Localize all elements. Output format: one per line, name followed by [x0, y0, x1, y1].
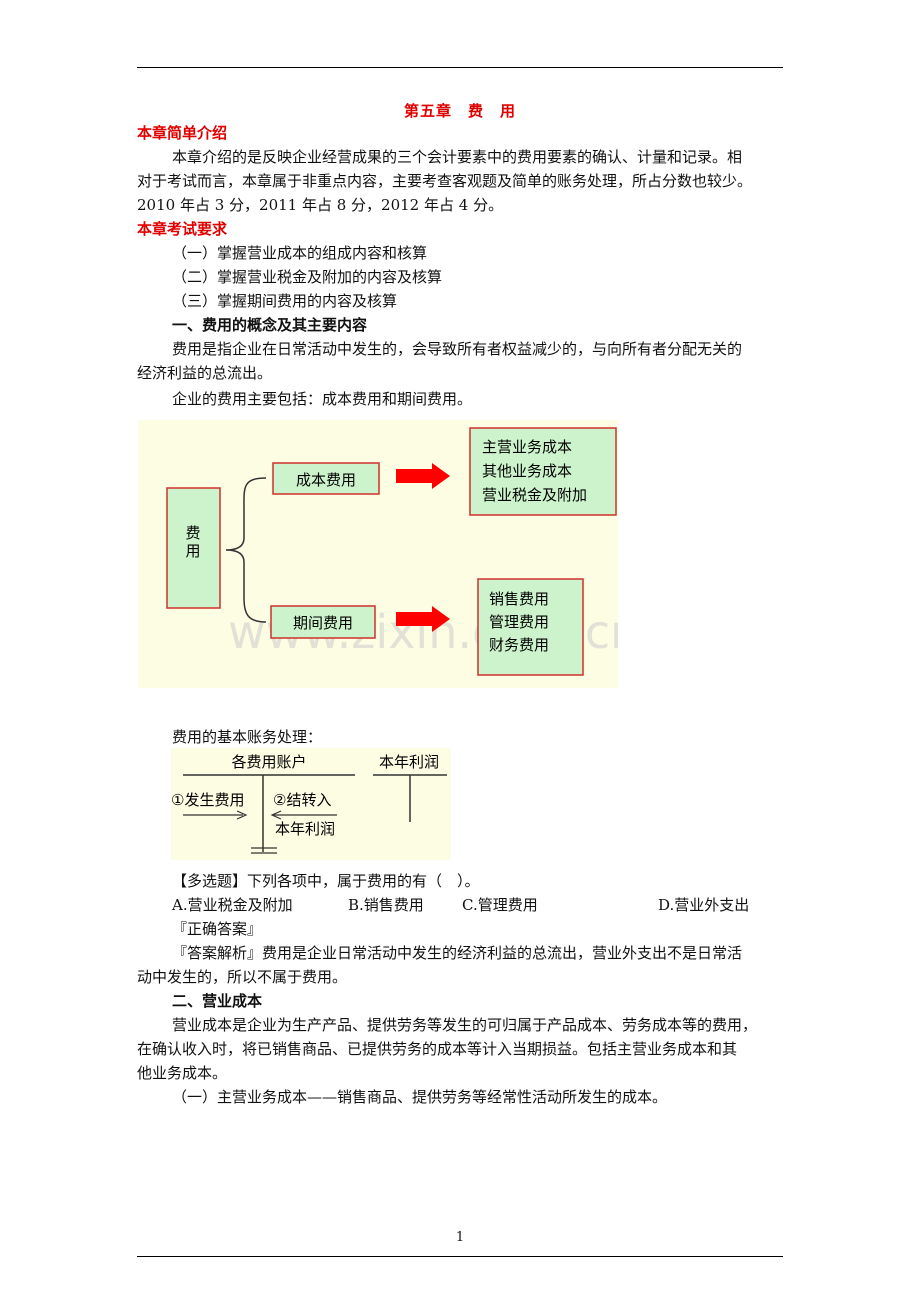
section-1-paragraph-line-1: 费用是指企业在日常活动中发生的，会导致所有者权益减少的，与向所有者分配无关的 — [172, 340, 743, 358]
header-rule — [137, 67, 783, 68]
intro-paragraph-line-1: 本章介绍的是反映企业经营成果的三个会计要素中的费用要素的确认、计量和记录。相 — [172, 148, 743, 166]
section-2-heading: 二、营业成本 — [172, 992, 263, 1010]
bottom-item: 销售费用 — [489, 590, 549, 608]
page-number: 1 — [455, 1230, 465, 1245]
footer-rule — [137, 1256, 783, 1257]
t-account-diagram: 各费用账户 本年利润 ①发生费用 ②结转入 本年利润 — [171, 748, 451, 860]
branch-top-label: 成本费用 — [296, 471, 356, 489]
intro-heading: 本章简单介绍 — [137, 124, 228, 142]
account-left-title: 各费用账户 — [231, 753, 306, 771]
section-2-paragraph-line-1: 营业成本是企业为生产产品、提供劳务等发生的可归属于产品成本、劳务成本等的费用， — [172, 1016, 758, 1034]
quiz-option: B.销售费用 — [348, 896, 424, 914]
requirement-item: （二）掌握营业税金及附加的内容及核算 — [172, 268, 443, 286]
quiz-option: D.营业外支出 — [658, 896, 750, 914]
top-items-box — [469, 427, 617, 516]
arrow-right-icon — [396, 606, 450, 632]
intro-paragraph-line-2: 对于考试而言，本章属于非重点内容，主要考查客观题及简单的账务处理，所占分数也较少… — [137, 172, 753, 190]
section-2-paragraph-2: （一）主营业务成本——销售商品、提供劳务等经常性活动所发生的成本。 — [172, 1088, 668, 1106]
bottom-item: 财务费用 — [489, 636, 549, 654]
root-label-char-2: 用 — [185, 542, 200, 560]
section-1-paragraph-line-2: 经济利益的总流出。 — [137, 364, 273, 382]
section-2-paragraph-line-3: 他业务成本。 — [137, 1064, 228, 1082]
requirement-item: （三）掌握期间费用的内容及核算 — [172, 292, 398, 310]
branch-bottom-box — [270, 605, 376, 639]
top-item: 主营业务成本 — [482, 438, 572, 456]
arrow-right-icon — [236, 810, 248, 820]
bottom-item: 管理费用 — [489, 613, 549, 631]
branch-bottom-label: 期间费用 — [293, 614, 353, 632]
root-box — [166, 487, 221, 609]
quiz-answer: 『正确答案』 — [172, 920, 263, 938]
section-1-paragraph-3: 费用的基本账务处理： — [172, 728, 323, 746]
bottom-items-box — [477, 578, 584, 676]
quiz-question: 【多选题】下列各项中，属于费用的有（ ）。 — [172, 872, 480, 890]
account-right-title: 本年利润 — [379, 753, 439, 771]
section-1-paragraph-2: 企业的费用主要包括：成本费用和期间费用。 — [172, 390, 473, 408]
top-item: 营业税金及附加 — [482, 486, 587, 504]
arrow-left-icon — [270, 810, 282, 820]
quiz-explanation-line-2: 动中发生的，所以不属于费用。 — [137, 968, 348, 986]
quiz-option: C.管理费用 — [462, 896, 538, 914]
requirement-item: （一）掌握营业成本的组成内容和核算 — [172, 244, 428, 262]
section-1-heading: 一、费用的概念及其主要内容 — [172, 316, 368, 334]
chapter-title: 第五章 费 用 — [403, 102, 516, 120]
expense-classification-diagram: www.zixin.com.cn 费 用 成本费用 期间费用 主营业务成本 其他… — [138, 420, 618, 688]
requirements-heading: 本章考试要求 — [137, 220, 228, 238]
step-2-label-continued: 本年利润 — [275, 820, 335, 838]
root-label-char-1: 费 — [185, 524, 200, 542]
quiz-option: A.营业税金及附加 — [172, 896, 293, 914]
quiz-explanation-line-1: 『答案解析』费用是企业日常活动中发生的经济利益的总流出，营业外支出不是日常活 — [172, 944, 743, 962]
section-2-paragraph-line-2: 在确认收入时，将已销售商品、已提供劳务的成本等计入当期损益。包括主营业务成本和其 — [137, 1040, 738, 1058]
branch-top-box — [272, 462, 380, 495]
brace-icon — [225, 477, 267, 623]
top-item: 其他业务成本 — [482, 462, 572, 480]
step-1-label: ①发生费用 — [171, 791, 244, 809]
step-2-label: ②结转入 — [273, 791, 331, 809]
arrow-right-icon — [396, 463, 450, 489]
intro-paragraph-line-3: 2010 年占 3 分，2011 年占 8 分，2012 年占 4 分。 — [137, 196, 504, 214]
